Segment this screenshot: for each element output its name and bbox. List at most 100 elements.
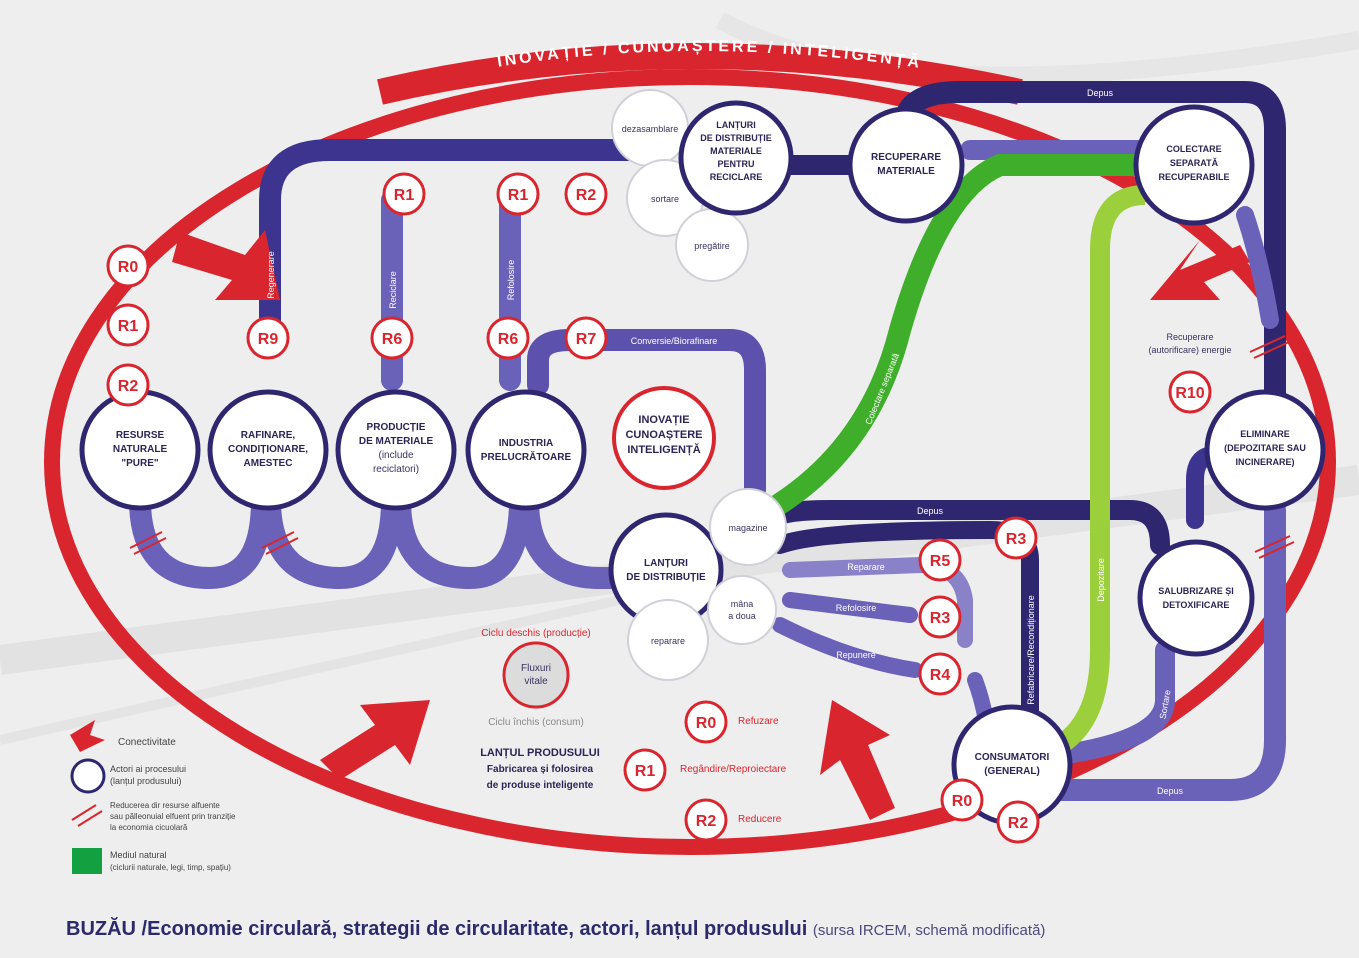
node-colectare-line2: SEPARATĂ	[1170, 158, 1219, 168]
strategy-badge-label: R1	[635, 763, 656, 780]
caption: BUZĂU /Economie circulară, strategii de …	[66, 918, 1045, 941]
node-eliminare-line1: ELIMINARE	[1240, 429, 1290, 439]
badge-label: R2	[576, 187, 597, 204]
badge-label: R0	[118, 259, 139, 276]
node-magazine-label: magazine	[728, 523, 767, 533]
nodes: RESURSE NATURALE "PURE" RAFINARE, CONDIȚ…	[79, 89, 1326, 826]
node-reparare-label: reparare	[651, 636, 685, 646]
strategy-badge-label: R2	[696, 813, 717, 830]
legend-reduction-3: la economia cicuolară	[110, 823, 188, 832]
node-recuperare-line1: RECUPERARE	[871, 152, 941, 163]
strategy-badge-label: R0	[696, 715, 717, 732]
node-colectare-line3: RECUPERABILE	[1158, 172, 1229, 182]
node-fluxuri-vitale[interactable]: Fluxuri vitale	[502, 641, 570, 709]
badge-label: R3	[930, 610, 951, 627]
node-dezasamblare[interactable]: dezasamblare	[611, 89, 689, 167]
flow-label-reciclare: Reciclare	[388, 271, 398, 309]
reduction-marks	[129, 335, 1295, 559]
badge-r9: R9	[246, 316, 290, 360]
legend-environment-icon	[72, 848, 102, 874]
node-lanturi-distributie[interactable]: LANȚURI DE DISTRIBUȚIE	[608, 512, 724, 628]
node-lanturi-distributie-line2: DE DISTRIBUȚIE	[626, 572, 706, 583]
node-lanturi-distributie-line1: LANȚURI	[644, 558, 688, 569]
strategy-badge-r1: R1	[623, 748, 667, 792]
node-salubrizare[interactable]: SALUBRIZARE ȘI DETOXIFICARE	[1137, 539, 1255, 657]
badge-r7: R7	[564, 316, 608, 360]
caption-source: (sursa IRCEM, schemă modificată)	[812, 922, 1046, 939]
badge-label: R4	[930, 667, 951, 684]
flow-label-recuperare-energie-2: (autorificare) energie	[1148, 345, 1231, 355]
node-productie[interactable]: PRODUCȚIE DE MATERIALE (include reciclat…	[335, 389, 457, 511]
legend-actors-2: (lanțul produsului)	[110, 776, 182, 786]
node-recuperare[interactable]: RECUPERARE MATERIALE	[847, 106, 965, 224]
flow-label-refolosire-v: Refolosire	[506, 260, 516, 301]
flow-label-depus-bottom: Depus	[1157, 786, 1184, 796]
node-inovatie-line2: CUNOAȘTERE	[625, 429, 702, 441]
node-inovatie[interactable]: INOVAȚIE CUNOAȘTERE INTELIGENȚĂ	[612, 386, 716, 490]
badge-r6: R6	[486, 316, 530, 360]
node-colectare[interactable]: COLECTARE SEPARATĂ RECUPERABILE	[1133, 104, 1255, 226]
node-colectare-line1: COLECTARE	[1166, 144, 1221, 154]
badge-label: R6	[498, 331, 519, 348]
connectivity-arrows	[172, 230, 1250, 820]
badge-label: R6	[382, 331, 403, 348]
node-industria[interactable]: INDUSTRIA PRELUCRĂTOARE	[465, 389, 587, 511]
legend-actors-1: Actori ai procesului	[110, 764, 186, 774]
legend-reduction-2: sau pălleonuial elfuent prin tranziție	[110, 812, 236, 821]
strategy-r0-label: Refuzare	[738, 716, 779, 727]
node-consumatori[interactable]: CONSUMATORI (GENERAL)	[951, 704, 1073, 826]
node-industria-line2: PRELUCRĂTOARE	[481, 450, 572, 463]
badge-r5: R5	[918, 538, 962, 582]
node-rafinare-line1: RAFINARE,	[241, 430, 296, 441]
legend-environment-1: Mediul natural	[110, 850, 167, 860]
badge-r6: R6	[370, 316, 414, 360]
badge-label: R1	[508, 187, 529, 204]
badge-label: R1	[118, 318, 139, 335]
node-resurse-line2: NATURALE	[113, 444, 168, 455]
node-productie-line1: PRODUCȚIE	[367, 422, 426, 433]
strategy-badge-r2: R2	[684, 798, 728, 842]
badge-r3: R3	[918, 595, 962, 639]
node-reparare[interactable]: reparare	[627, 599, 709, 681]
node-resurse-line3: "PURE"	[121, 458, 159, 469]
cycle-open-label: Ciclu deschis (producție)	[481, 628, 591, 639]
node-lanturi-reciclare[interactable]: LANȚURI DE DISTRIBUȚIE MATERIALE PENTRU …	[678, 100, 794, 216]
badge-label: R5	[930, 553, 951, 570]
node-consumatori-line1: CONSUMATORI	[975, 752, 1050, 763]
badge-label: R1	[394, 187, 415, 204]
legend-reduction-icon	[71, 804, 103, 827]
flow-label-reparare: Reparare	[847, 562, 885, 572]
node-consumatori-line2: (GENERAL)	[984, 766, 1040, 777]
node-fluxuri-line1: Fluxuri	[521, 663, 551, 674]
node-pregatire[interactable]: pregătire	[675, 208, 749, 282]
node-productie-line3: (include	[378, 450, 413, 461]
node-mana-doua[interactable]: mâna a doua	[707, 575, 777, 645]
node-resurse[interactable]: RESURSE NATURALE "PURE"	[79, 389, 201, 511]
badge-r0: R0	[940, 778, 984, 822]
node-lanturi-reciclare-line1: LANȚURI	[716, 120, 756, 130]
node-rafinare[interactable]: RAFINARE, CONDIȚIONARE, AMESTEC	[207, 389, 329, 511]
node-salubrizare-line1: SALUBRIZARE ȘI	[1158, 586, 1234, 596]
node-rafinare-line2: CONDIȚIONARE,	[228, 444, 308, 455]
flow-label-regenerare: Regenerare	[266, 251, 276, 299]
node-pregatire-label: pregătire	[694, 241, 730, 251]
title-arc-band	[377, 43, 1023, 105]
node-lanturi-reciclare-line5: RECICLARE	[710, 172, 763, 182]
node-lanturi-reciclare-line4: PENTRU	[717, 159, 754, 169]
node-eliminare[interactable]: ELIMINARE (DEPOZITARE SAU INCINERARE)	[1204, 389, 1326, 511]
node-productie-line4: reciclatori)	[373, 464, 419, 475]
cycle-closed-label: Ciclu închis (consum)	[488, 717, 584, 728]
strategy-r1-label: Regândire/Reproiectare	[680, 764, 787, 775]
lantul-line1: LANȚUL PRODUSULUI	[480, 747, 600, 759]
badge-label: R2	[1008, 815, 1029, 832]
badge-r1: R1	[382, 172, 426, 216]
strategy-r2-label: Reducere	[738, 814, 782, 825]
badge-r2: R2	[564, 172, 608, 216]
lantul-line2: Fabricarea și folosirea	[487, 764, 594, 775]
node-magazine[interactable]: magazine	[709, 488, 787, 566]
node-resurse-line1: RESURSE	[116, 430, 165, 441]
node-eliminare-line3: INCINERARE)	[1235, 457, 1294, 467]
